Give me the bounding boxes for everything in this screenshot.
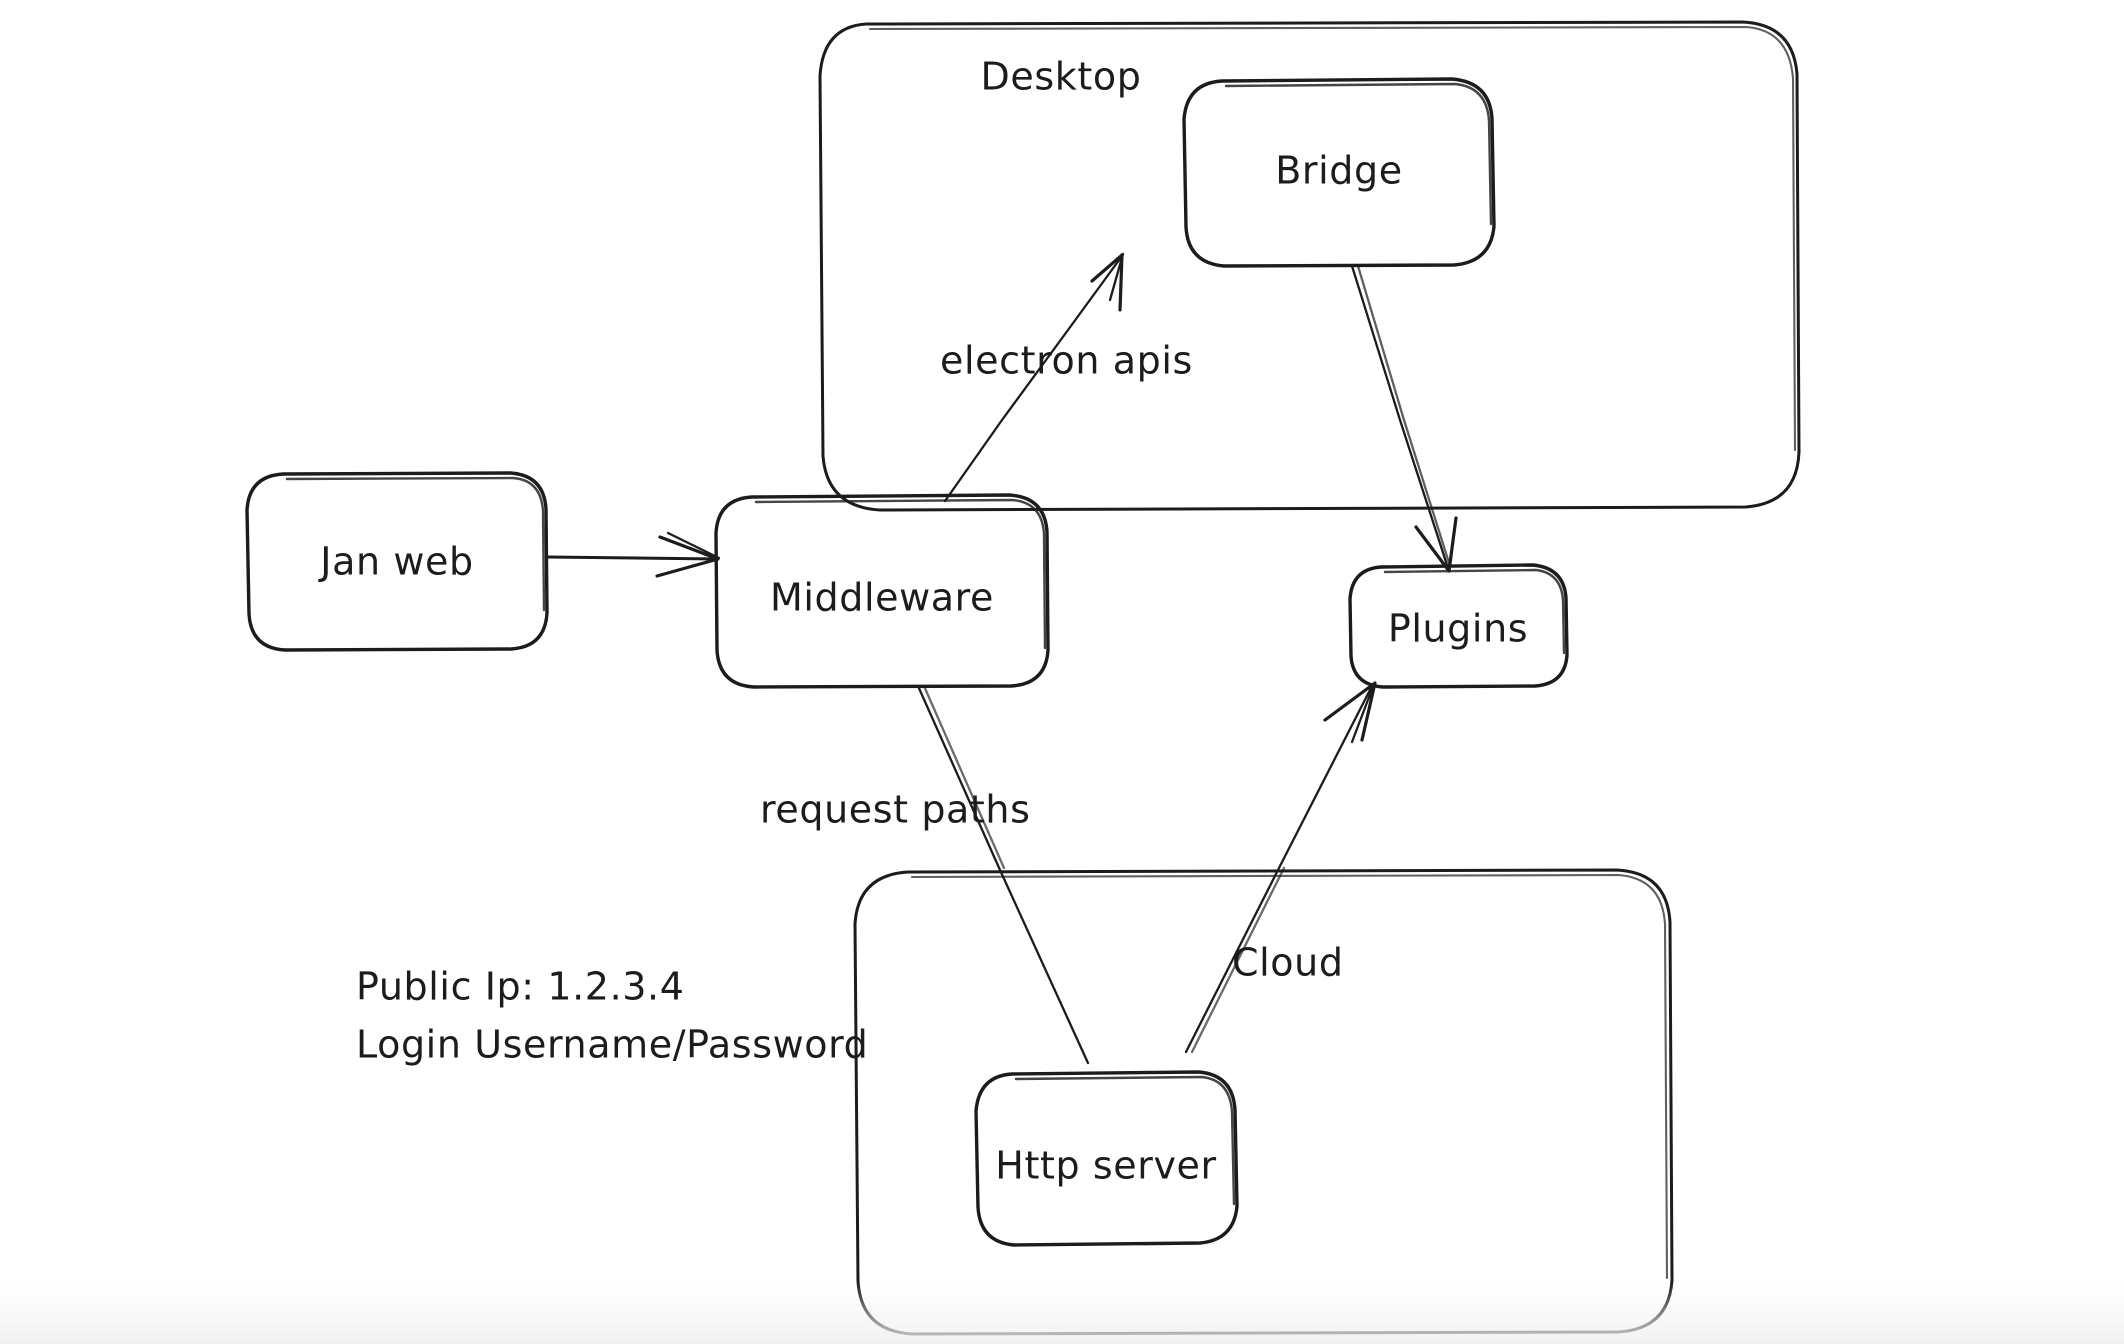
node-http-server-border <box>974 1070 1239 1247</box>
node-middleware-label: Middleware <box>770 576 994 620</box>
node-plugins[interactable]: Plugins <box>1348 563 1569 689</box>
edge-middleware-httpserver-line-overdraw <box>922 684 1006 870</box>
node-bridge-border-overdraw <box>1224 82 1493 226</box>
edge-label-electron-apis: electron apis <box>940 339 1193 383</box>
node-jan-web[interactable]: Jan web <box>245 471 549 652</box>
edge-middleware-httpserver-line <box>916 684 1090 1065</box>
node-jan-web-border <box>245 471 549 652</box>
node-http-server-border-overdraw <box>1014 1075 1236 1206</box>
desktop-group-label: Desktop <box>981 55 1142 99</box>
node-plugins-border-overdraw <box>1383 568 1566 655</box>
edge-janweb-to-middleware[interactable] <box>545 531 721 578</box>
desktop-group-border <box>818 20 1801 512</box>
edge-httpserver-plugins-line-overdraw <box>1190 866 1286 1054</box>
node-middleware-border-overdraw <box>754 498 1047 650</box>
edge-httpserver-plugins-arrowhead-overdraw <box>1350 682 1376 744</box>
node-middleware-border <box>714 493 1050 689</box>
edge-bridge-plugins-arrowhead <box>1414 516 1458 573</box>
edge-bridge-to-plugins[interactable] <box>1350 264 1458 573</box>
edge-janweb-middleware-arrowhead-overdraw <box>666 531 721 560</box>
node-bridge-border <box>1182 77 1496 268</box>
node-jan-web-border-overdraw <box>285 476 546 612</box>
edge-httpserver-plugins-arrowhead <box>1323 681 1377 742</box>
cloud-group-border-overdraw <box>910 873 1669 1280</box>
edge-middleware-bridge-arrowhead-a <box>1118 253 1124 312</box>
edge-httpserver-to-plugins[interactable]: Cloud <box>1184 681 1377 1054</box>
node-middleware[interactable]: Middleware <box>714 493 1050 689</box>
node-plugins-label: Plugins <box>1388 607 1528 651</box>
group-desktop[interactable]: Desktop <box>818 20 1801 512</box>
node-http-server[interactable]: Http server <box>974 1070 1239 1247</box>
edge-middleware-bridge-arrowhead-b <box>1090 253 1124 283</box>
node-bridge-label: Bridge <box>1275 149 1402 193</box>
edge-label-request-paths: request paths <box>760 788 1031 832</box>
notes-block: Public Ip: 1.2.3.4 Login Username/Passwo… <box>356 965 868 1067</box>
node-bridge[interactable]: Bridge <box>1182 77 1496 268</box>
node-jan-web-label: Jan web <box>318 540 473 584</box>
edge-bridge-plugins-line <box>1350 264 1449 567</box>
note-public-ip: Public Ip: 1.2.3.4 <box>356 965 685 1009</box>
edge-bridge-plugins-line-overdraw <box>1356 264 1452 568</box>
edge-middleware-bridge-arrowhead-c <box>1108 252 1125 302</box>
edge-janweb-middleware-arrowhead <box>655 535 720 578</box>
edge-httpserver-plugins-line <box>1184 684 1374 1054</box>
edge-middleware-to-httpserver[interactable]: request paths <box>760 684 1090 1065</box>
node-plugins-border <box>1348 563 1569 689</box>
edge-janweb-middleware-line <box>545 555 719 561</box>
edge-middleware-bridge-line <box>943 254 1124 503</box>
node-http-server-label: Http server <box>995 1144 1216 1188</box>
edge-middleware-to-bridge[interactable]: electron apis <box>940 252 1193 503</box>
desktop-group-border-overdraw <box>868 25 1797 452</box>
note-login: Login Username/Password <box>356 1023 868 1067</box>
edge-label-cloud: Cloud <box>1232 941 1344 985</box>
